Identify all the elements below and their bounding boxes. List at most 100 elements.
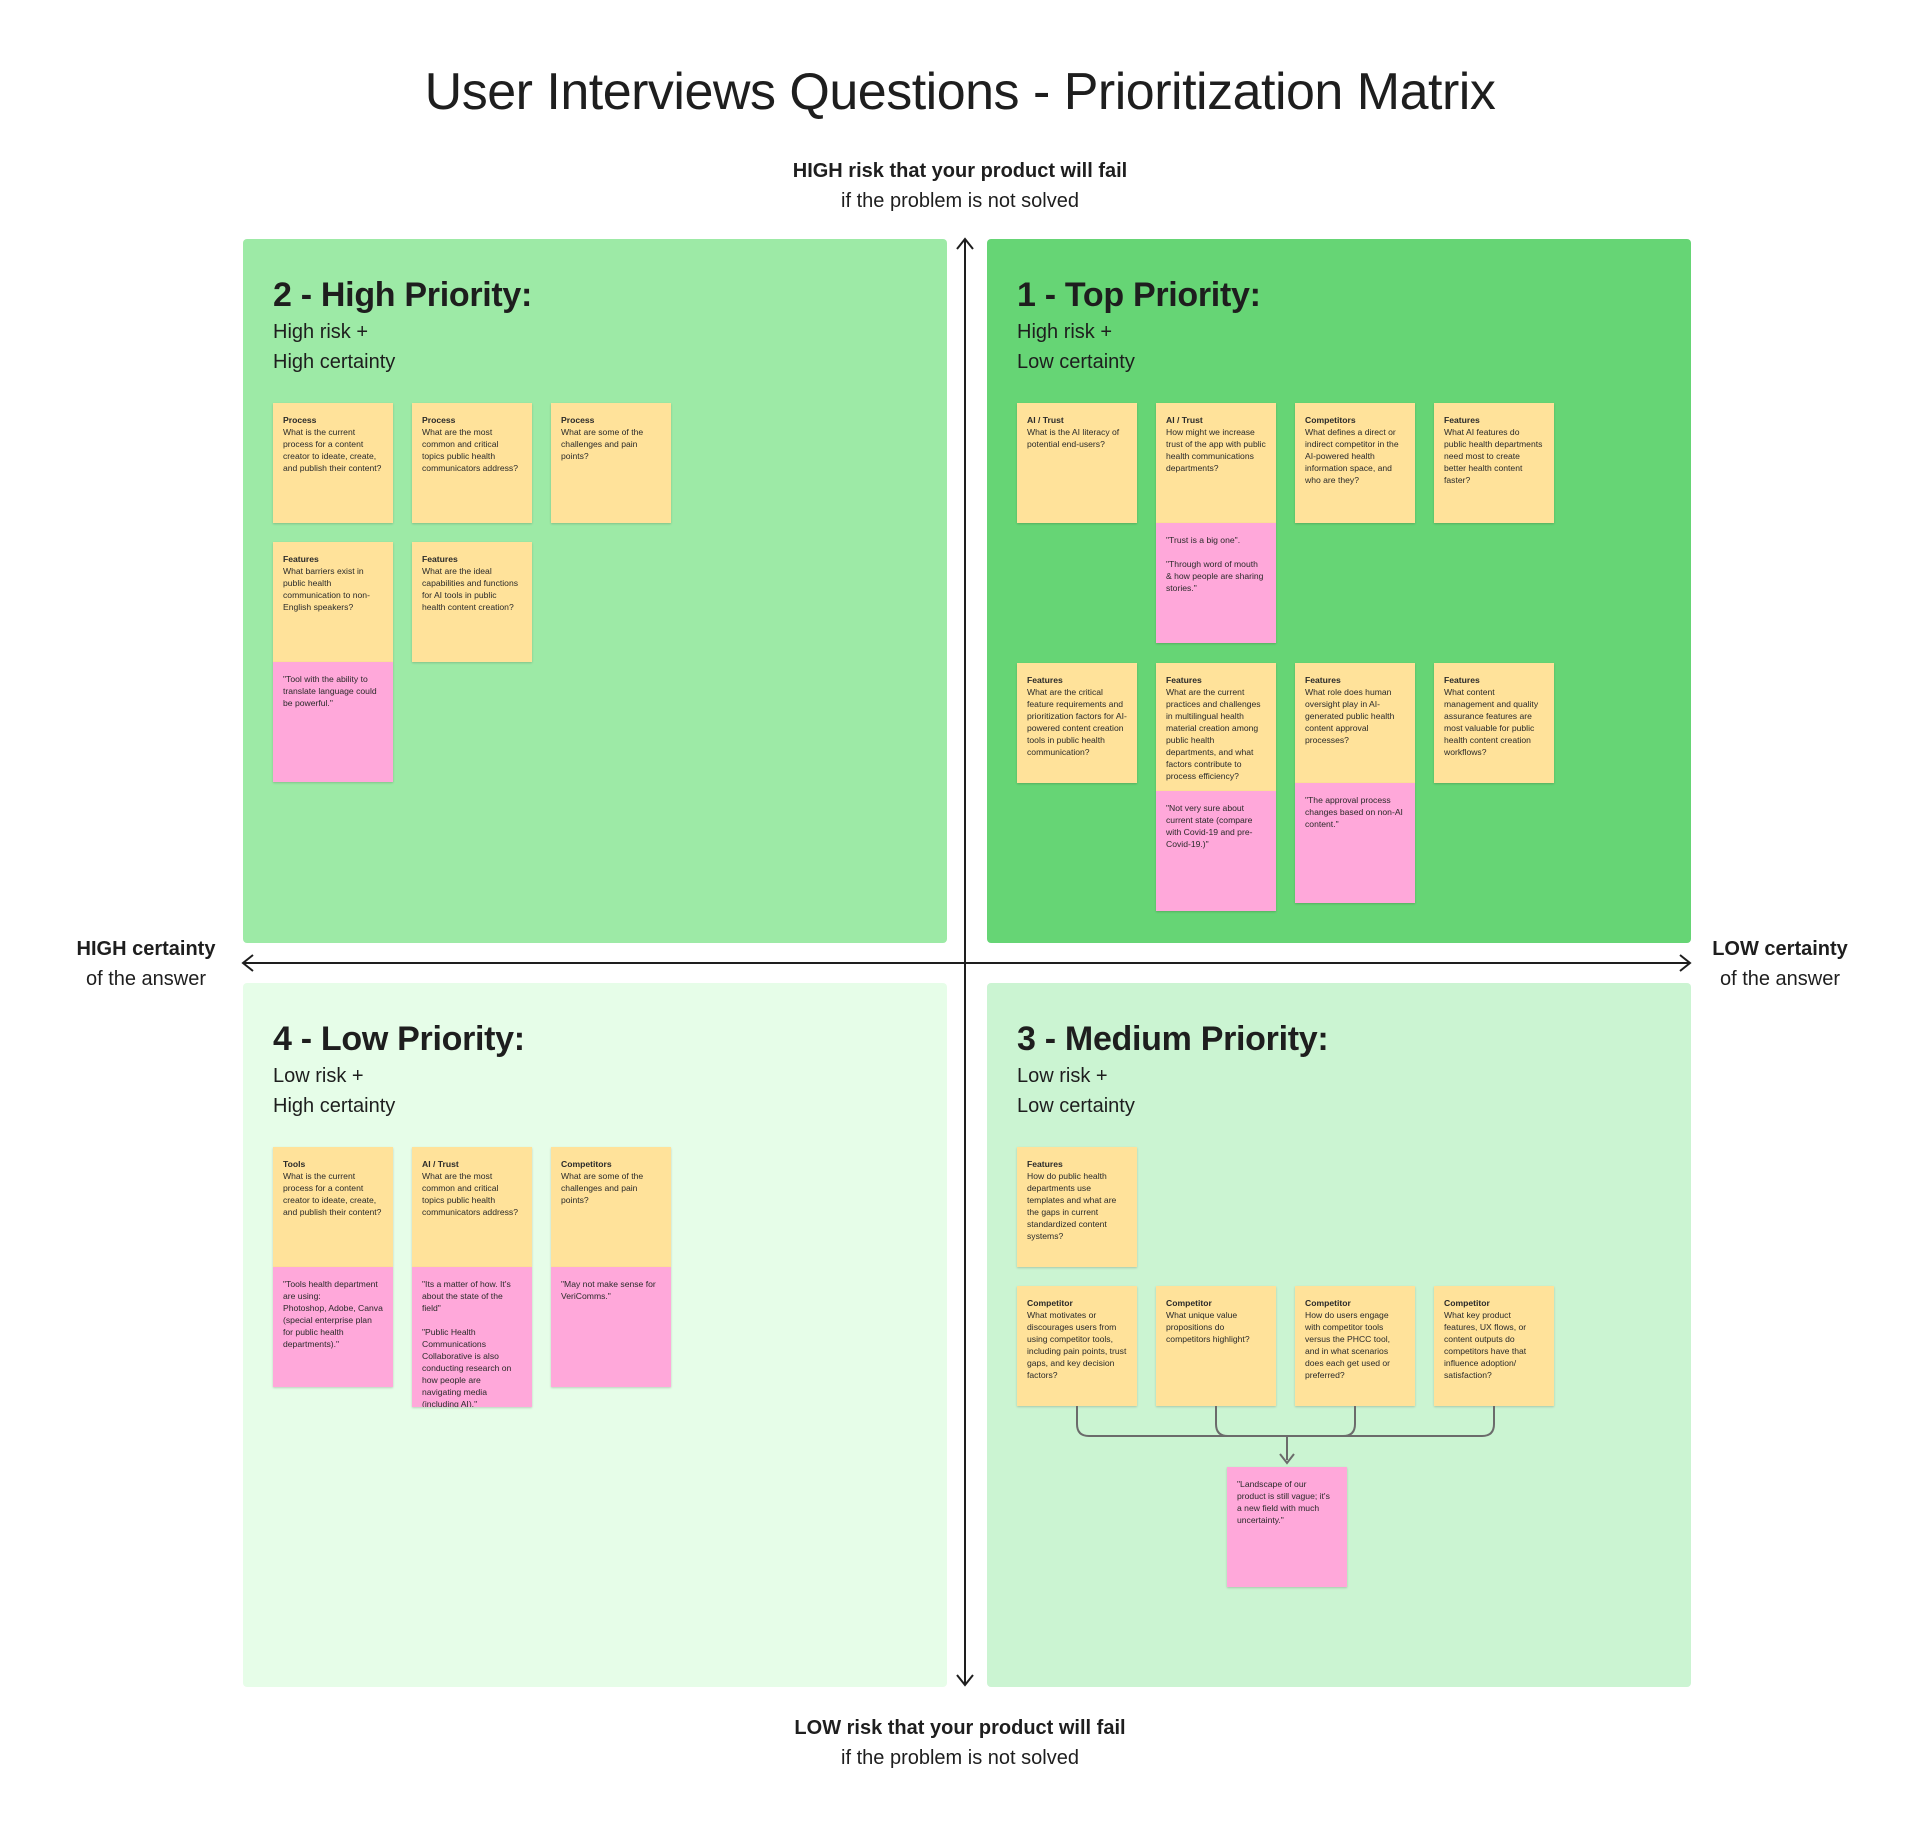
competitor-connector-lines xyxy=(1076,1406,1495,1465)
quadrant-medium-priority: 3 - Medium Priority: Low risk + Low cert… xyxy=(987,983,1691,1687)
quadrant-title: 4 - Low Priority: xyxy=(273,1020,525,1058)
sticky-note-quote[interactable]: "Landscape of our product is still vague… xyxy=(1227,1467,1347,1587)
sticky-text: "Tools health department are using: Phot… xyxy=(283,1279,383,1349)
quadrant-title: 2 - High Priority: xyxy=(273,276,533,314)
axis-label-bottom: LOW risk that your product will fail if … xyxy=(660,1713,1260,1773)
sticky-text: What is the current process for a conten… xyxy=(283,1171,382,1217)
quadrant-header: 1 - Top Priority: High risk + Low certai… xyxy=(1017,273,1261,377)
quadrant-header: 2 - High Priority: High risk + High cert… xyxy=(273,273,532,377)
sticky-note-quote[interactable]: "Tool with the ability to translate lang… xyxy=(273,662,393,782)
sticky-text: How do users engage with competitor tool… xyxy=(1305,1310,1391,1380)
sticky-text: What defines a direct or indirect compet… xyxy=(1305,427,1399,485)
quadrant-subtitle-certainty: Low certainty xyxy=(1017,1095,1135,1117)
sticky-category: Process xyxy=(283,415,317,425)
page-title: User Interviews Questions - Prioritizati… xyxy=(424,63,1496,121)
axis-left-strong: HIGH certainty xyxy=(76,938,216,960)
sticky-text: How do public health departments use tem… xyxy=(1027,1171,1117,1241)
sticky-text: What unique value propositions do compet… xyxy=(1166,1310,1250,1344)
sticky-category: Process xyxy=(422,415,456,425)
sticky-category: Features xyxy=(1027,1159,1063,1169)
horizontal-axis-arrow xyxy=(241,954,1692,972)
sticky-category: Competitors xyxy=(1305,415,1356,425)
sticky-category: Process xyxy=(561,415,595,425)
sticky-text: What are the most common and critical to… xyxy=(422,1171,519,1217)
sticky-note-quote[interactable]: "May not make sense for VeriComms." xyxy=(551,1267,671,1387)
axis-label-right: LOW certainty of the answer xyxy=(1680,934,1880,994)
quadrant-title: 1 - Top Priority: xyxy=(1017,276,1261,314)
sticky-text: "May not make sense for VeriComms." xyxy=(561,1279,656,1301)
quadrant-top-priority: 1 - Top Priority: High risk + Low certai… xyxy=(987,239,1691,943)
sticky-text: What role does human oversight play in A… xyxy=(1305,687,1395,745)
sticky-category: Competitor xyxy=(1166,1298,1212,1308)
sticky-category: AI / Trust xyxy=(1166,415,1203,425)
sticky-note-quote[interactable]: "Tools health department are using: Phot… xyxy=(273,1267,393,1387)
quadrant-subtitle-risk: Low risk + xyxy=(1017,1065,1108,1087)
quadrant-subtitle-risk: High risk + xyxy=(1017,321,1113,343)
sticky-text: What are some of the challenges and pain… xyxy=(561,427,644,461)
sticky-text: What key product features, UX flows, or … xyxy=(1444,1310,1527,1380)
sticky-category: Features xyxy=(1444,675,1480,685)
sticky-text: "The approval process changes based on n… xyxy=(1305,795,1403,829)
sticky-text: "Trust is a big one". "Through word of m… xyxy=(1166,535,1264,593)
sticky-category: AI / Trust xyxy=(1027,415,1064,425)
sticky-note-quote[interactable]: "Not very sure about current state (comp… xyxy=(1156,791,1276,911)
sticky-category: Features xyxy=(283,554,319,564)
sticky-text: What are the critical feature requiremen… xyxy=(1027,687,1127,757)
quadrant-subtitle-certainty: High certainty xyxy=(273,1095,396,1117)
sticky-text: "Its a matter of how. It's about the sta… xyxy=(422,1279,512,1407)
sticky-text: What are the current practices and chall… xyxy=(1166,687,1261,781)
axis-label-top: HIGH risk that your product will fail if… xyxy=(660,156,1260,216)
sticky-category: AI / Trust xyxy=(422,1159,459,1169)
sticky-text: What is the AI literacy of potential end… xyxy=(1027,427,1120,449)
sticky-note-quote[interactable]: "Trust is a big one". "Through word of m… xyxy=(1156,523,1276,643)
quadrant-low-priority: 4 - Low Priority: Low risk + High certai… xyxy=(243,983,947,1687)
sticky-category: Competitor xyxy=(1305,1298,1351,1308)
sticky-category: Competitors xyxy=(561,1159,612,1169)
quadrant-high-priority: 2 - High Priority: High risk + High cert… xyxy=(243,239,947,943)
sticky-text: What motivates or discourages users from… xyxy=(1027,1310,1127,1380)
quadrant-subtitle-risk: High risk + xyxy=(273,321,369,343)
sticky-text: "Not very sure about current state (comp… xyxy=(1166,803,1253,849)
sticky-text: What are the ideal capabilities and func… xyxy=(422,566,519,612)
sticky-category: Competitor xyxy=(1444,1298,1490,1308)
sticky-text: "Tool with the ability to translate lang… xyxy=(283,674,377,708)
sticky-category: Features xyxy=(1444,415,1480,425)
axis-top-sub: if the problem is not solved xyxy=(841,190,1079,212)
sticky-note-quote[interactable]: "Its a matter of how. It's about the sta… xyxy=(412,1267,532,1407)
sticky-category: Features xyxy=(1305,675,1341,685)
axis-label-left: HIGH certainty of the answer xyxy=(46,934,246,994)
sticky-note-quote[interactable]: "The approval process changes based on n… xyxy=(1295,783,1415,903)
axis-left-sub: of the answer xyxy=(85,968,207,990)
sticky-text: "Landscape of our product is still vague… xyxy=(1237,1479,1330,1525)
sticky-text: What content management and quality assu… xyxy=(1444,687,1539,757)
sticky-text: How might we increase trust of the app w… xyxy=(1166,427,1266,473)
sticky-text: What AI features do public health depart… xyxy=(1444,427,1543,485)
sticky-category: Tools xyxy=(283,1159,306,1169)
axis-top-strong: HIGH risk that your product will fail xyxy=(792,160,1128,182)
sticky-text: What are the most common and critical to… xyxy=(422,427,519,473)
sticky-text: What barriers exist in public health com… xyxy=(283,566,370,612)
sticky-category: Features xyxy=(1166,675,1202,685)
